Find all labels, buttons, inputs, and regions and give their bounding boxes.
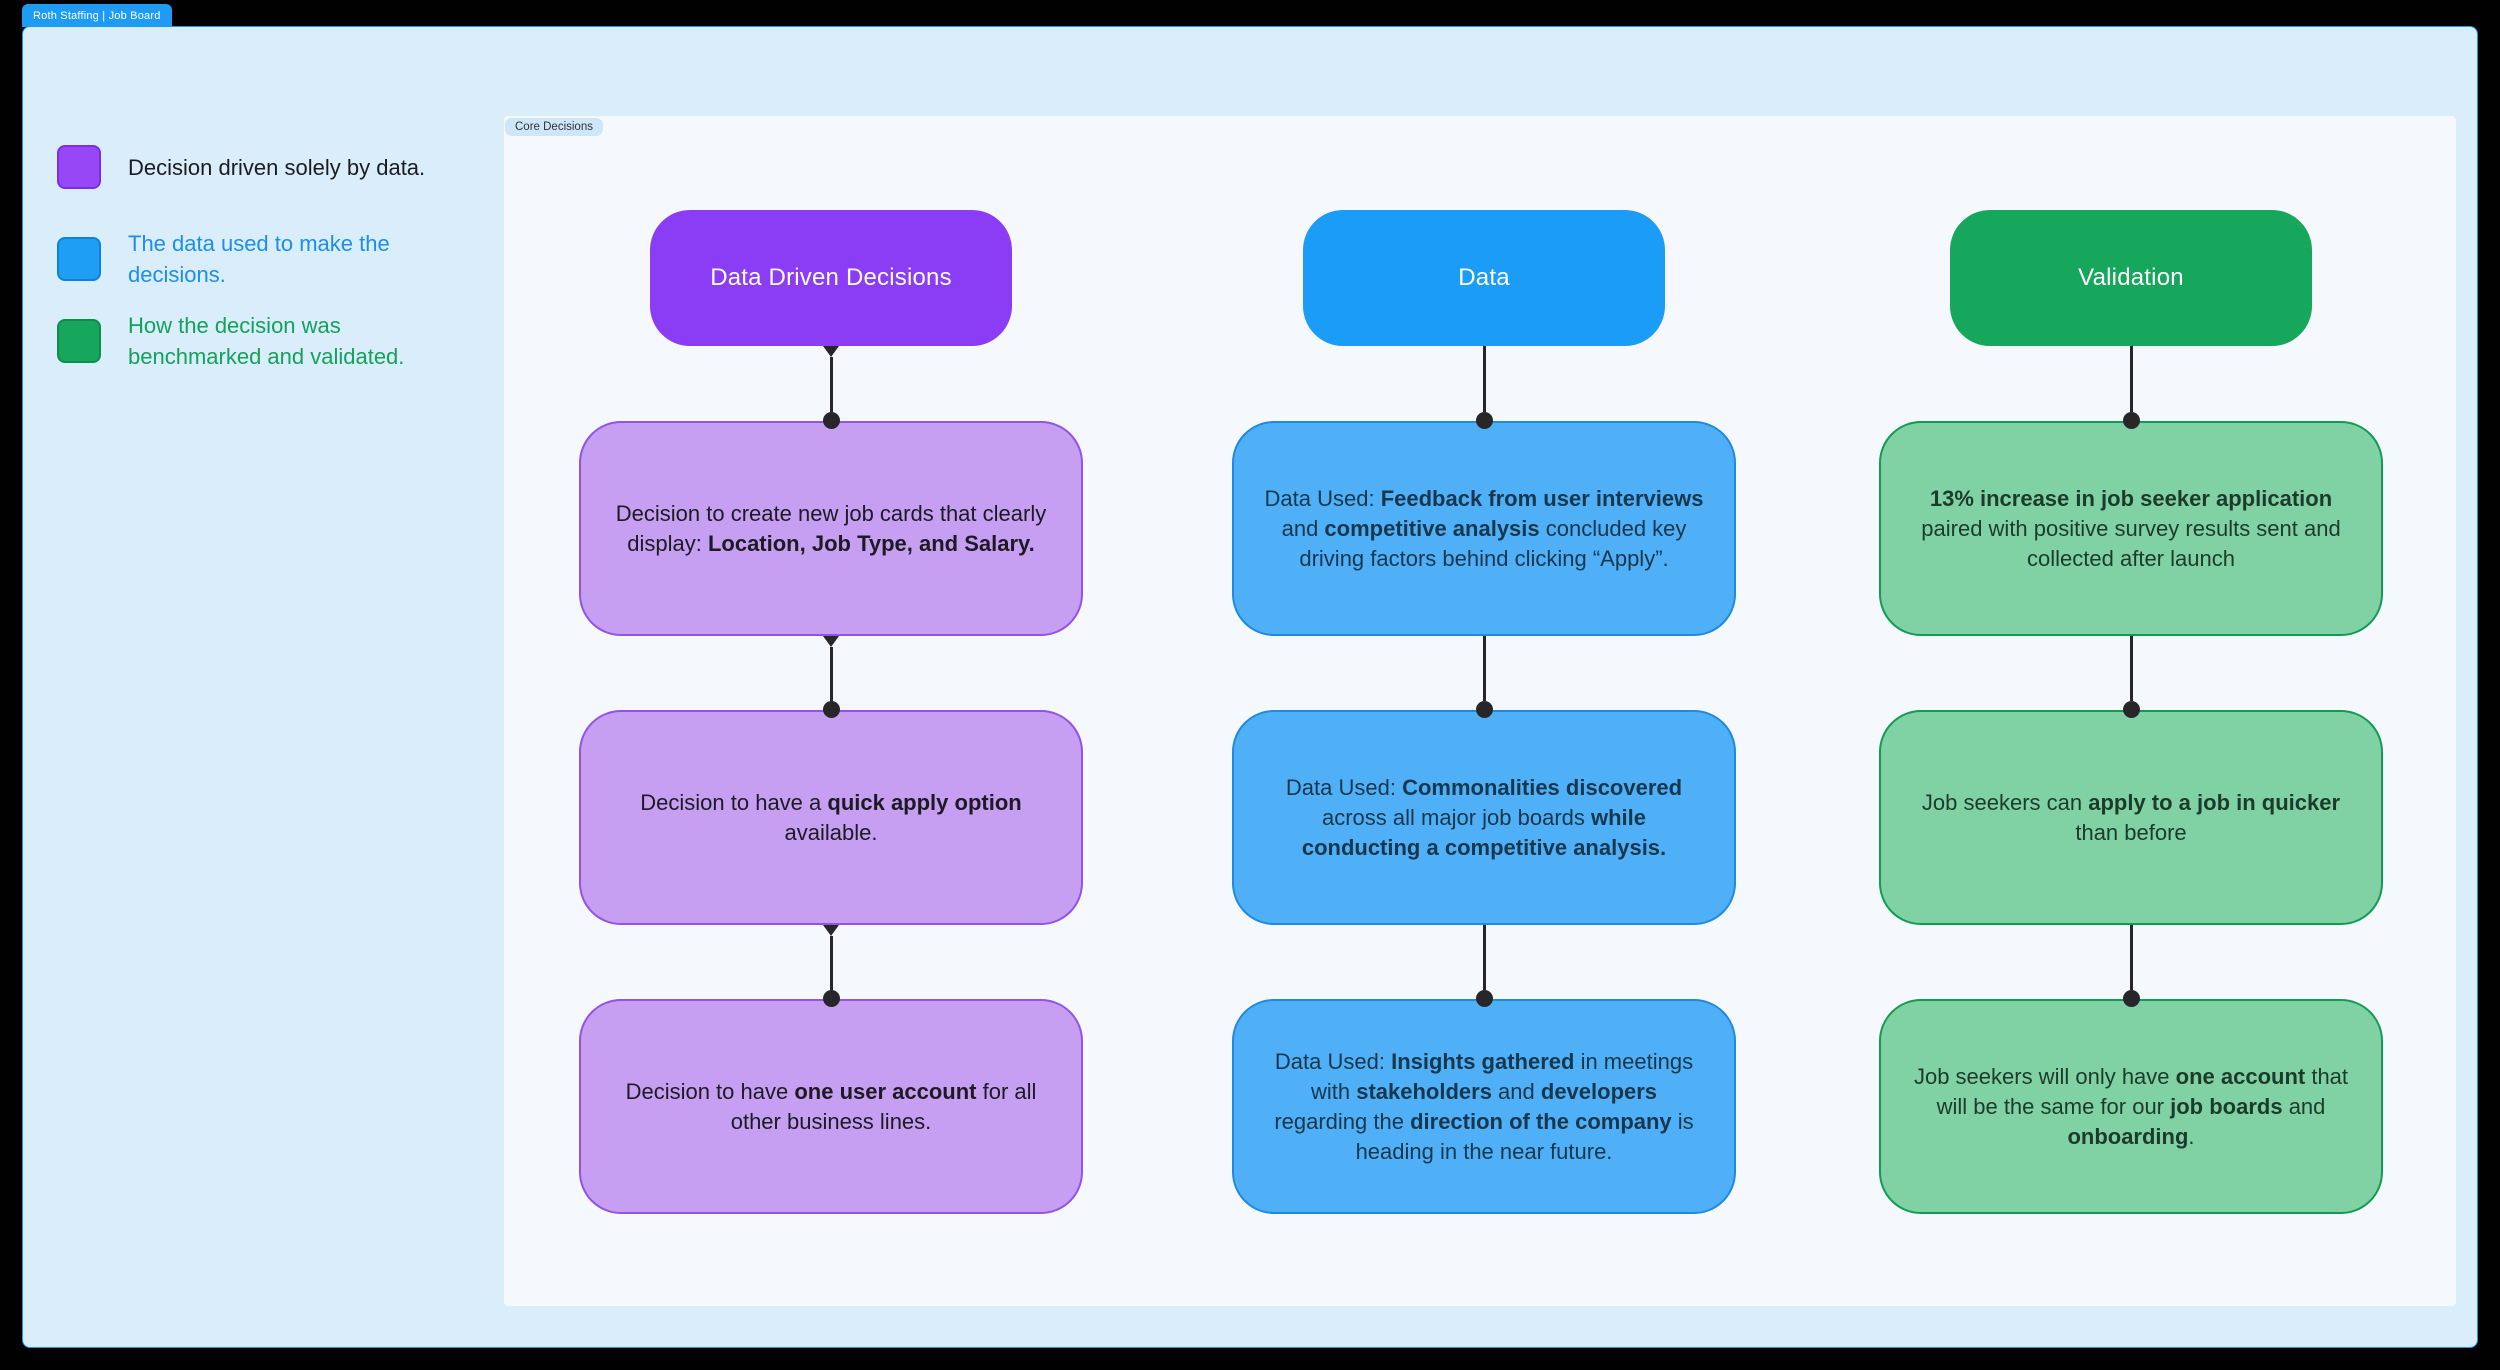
shape-text: Job seekers can apply to a job in quicke… (1921, 789, 2341, 845)
connector-line (2129, 925, 2133, 990)
purple-swatch-icon (57, 145, 101, 189)
decision-box-quick-apply[interactable]: Decision to have a quick apply option av… (579, 710, 1083, 925)
shape-text: Data Used: Feedback from user interviews… (1264, 485, 1704, 571)
column-data: Data Data Used: Feedback from user inter… (1232, 210, 1736, 1214)
connector[interactable] (819, 346, 843, 429)
header-shape-data-driven-decisions[interactable]: Data Driven Decisions (650, 210, 1012, 346)
legend-label: The data used to make the decisions. (128, 231, 390, 287)
data-box-commonalities[interactable]: Data Used: Commonalities discovered acro… (1232, 710, 1736, 925)
connector-line (829, 357, 833, 412)
connector-dot-icon (2122, 412, 2140, 429)
connector-line (2129, 636, 2133, 701)
shape-text: Decision to have a quick apply option av… (640, 789, 1022, 845)
data-box-user-interviews[interactable]: Data Used: Feedback from user interviews… (1232, 421, 1736, 636)
decision-box-one-account[interactable]: Decision to have one user account for al… (579, 999, 1083, 1214)
connector-dot-icon (1475, 701, 1493, 718)
frame-label[interactable]: Core Decisions (505, 118, 603, 136)
core-decisions-frame[interactable]: Core Decisions Data Driven Decisions Dec… (504, 116, 2456, 1306)
board-panel: Decision driven solely by data. The data… (22, 26, 2478, 1348)
file-tab-label: Roth Staffing | Job Board (33, 9, 161, 22)
header-shape-validation[interactable]: Validation (1950, 210, 2312, 346)
blue-swatch-icon (57, 237, 101, 281)
shape-text: 13% increase in job seeker application p… (1921, 485, 2341, 571)
connector-line (1482, 636, 1486, 701)
connector-dot-icon (822, 701, 840, 718)
data-box-insights[interactable]: Data Used: Insights gathered in meetings… (1232, 999, 1736, 1214)
validation-box-one-account[interactable]: Job seekers will only have one account t… (1879, 999, 2383, 1214)
connector[interactable] (1472, 346, 1496, 429)
arrowhead-icon (823, 925, 839, 936)
connector-dot-icon (2122, 990, 2140, 1007)
legend-item-validation[interactable]: How the decision was benchmarked and val… (57, 310, 480, 372)
connector[interactable] (819, 636, 843, 718)
validation-box-application-increase[interactable]: 13% increase in job seeker application p… (1879, 421, 2383, 636)
shape-text: Decision to have one user account for al… (625, 1078, 1037, 1134)
header-label: Validation (2078, 264, 2184, 291)
connector[interactable] (1472, 636, 1496, 718)
connector-dot-icon (2122, 701, 2140, 718)
validation-box-quicker-apply[interactable]: Job seekers can apply to a job in quicke… (1879, 710, 2383, 925)
column-data-driven-decisions: Data Driven Decisions Decision to create… (579, 210, 1083, 1214)
legend-item-decisions[interactable]: Decision driven solely by data. (57, 145, 480, 189)
connector[interactable] (1472, 925, 1496, 1007)
shape-text: Decision to create new job cards that cl… (615, 500, 1047, 556)
shape-text: Job seekers will only have one account t… (1913, 1063, 2349, 1149)
shape-text: Data Used: Insights gathered in meetings… (1274, 1048, 1694, 1164)
connector-dot-icon (822, 990, 840, 1007)
shape-text: Data Used: Commonalities discovered acro… (1285, 774, 1683, 860)
legend-item-data[interactable]: The data used to make the decisions. (57, 228, 480, 290)
connector-line (1482, 346, 1486, 412)
header-label: Data Driven Decisions (710, 264, 952, 291)
connector[interactable] (2119, 925, 2143, 1007)
arrowhead-icon (823, 346, 839, 357)
connector[interactable] (2119, 636, 2143, 718)
connector[interactable] (2119, 346, 2143, 429)
connector-dot-icon (1475, 412, 1493, 429)
connector-dot-icon (822, 412, 840, 429)
connector-line (829, 936, 833, 990)
column-validation: Validation 13% increase in job seeker ap… (1879, 210, 2383, 1214)
green-swatch-icon (57, 319, 101, 363)
header-shape-data[interactable]: Data (1303, 210, 1665, 346)
header-label: Data (1458, 264, 1510, 291)
file-tab[interactable]: Roth Staffing | Job Board (22, 4, 172, 27)
arrowhead-icon (823, 636, 839, 647)
legend-label: How the decision was benchmarked and val… (128, 313, 405, 369)
connector-dot-icon (1475, 990, 1493, 1007)
connector-line (1482, 925, 1486, 990)
decision-box-job-cards[interactable]: Decision to create new job cards that cl… (579, 421, 1083, 636)
connector[interactable] (819, 925, 843, 1007)
legend-label: Decision driven solely by data. (128, 154, 426, 180)
connector-line (2129, 346, 2133, 412)
connector-line (829, 647, 833, 701)
